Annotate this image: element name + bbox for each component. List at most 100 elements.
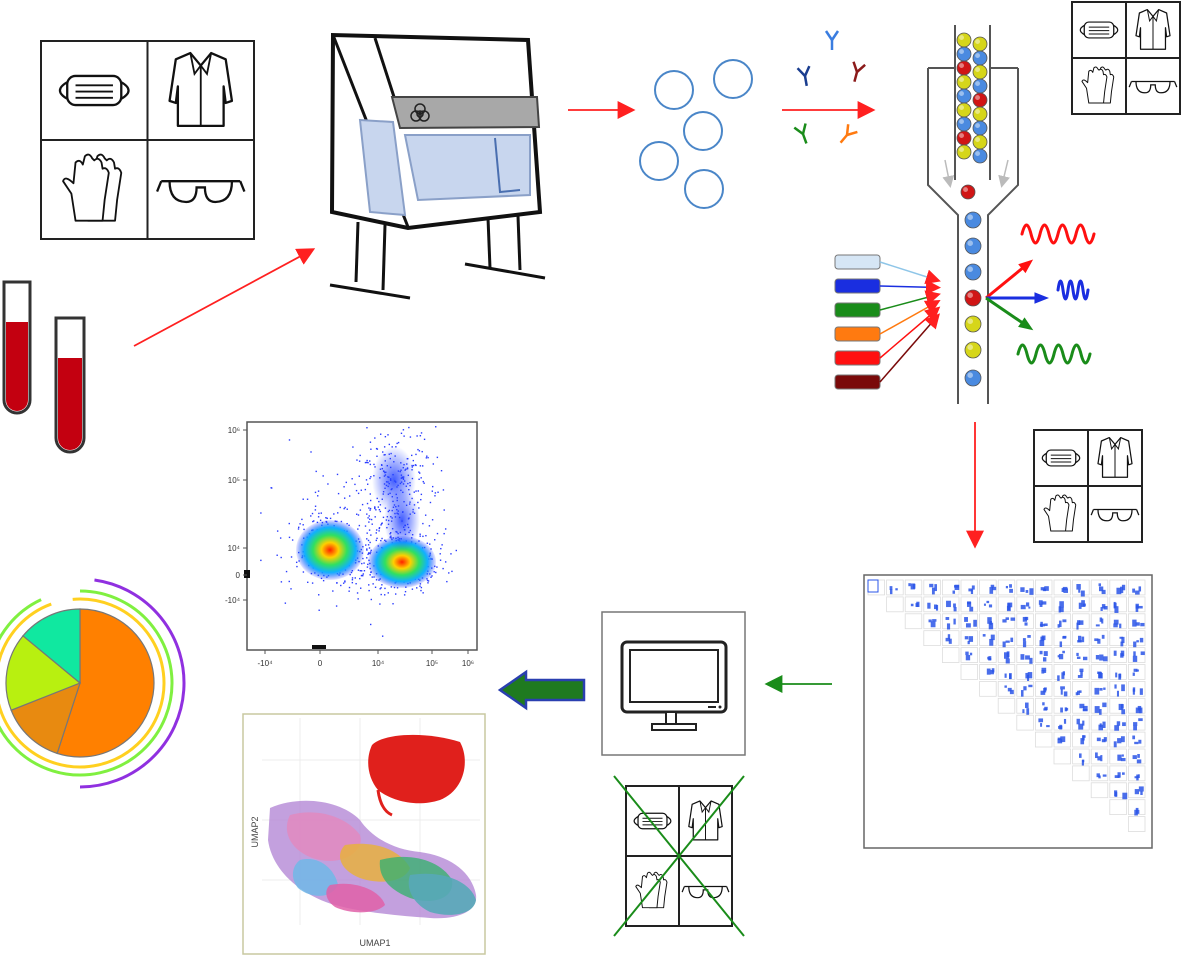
matrix-cell — [1016, 714, 1034, 731]
cell-bead — [956, 46, 972, 62]
matrix-cell — [1090, 613, 1109, 630]
cell-bead — [960, 184, 976, 200]
computer-monitor-icon — [620, 640, 728, 731]
ppe-panel-middle-right — [1033, 429, 1143, 543]
gloves-icon — [1081, 66, 1115, 104]
matrix-cell — [1072, 681, 1090, 697]
flow-cell — [927, 25, 1019, 404]
ppe-panel-top-left — [40, 40, 255, 240]
matrix-cell — [1072, 697, 1090, 714]
matrix-cell — [1016, 697, 1034, 715]
laser-source — [834, 278, 941, 295]
matrix-cell — [923, 630, 941, 647]
matrix-cell — [923, 596, 941, 613]
matrix-cell — [1090, 647, 1109, 663]
matrix-cell — [1053, 748, 1072, 765]
matrix-cell — [1035, 630, 1053, 647]
signal-wave — [1056, 279, 1090, 301]
matrix-cell — [1128, 748, 1146, 765]
matrix-cell — [997, 630, 1016, 648]
matrix-cell — [1128, 681, 1146, 697]
antibody-icon — [824, 30, 840, 50]
matrix-cell — [1109, 681, 1127, 697]
lasers — [834, 254, 941, 390]
matrix-cell — [979, 664, 997, 680]
matrix-cell — [1035, 697, 1053, 714]
matrix-cell — [960, 647, 979, 663]
cell-bead — [964, 341, 982, 359]
emission-signal — [985, 223, 1096, 300]
matrix-cell — [960, 596, 979, 613]
matrix-cell — [997, 697, 1016, 714]
lab-coat-icon — [1097, 436, 1133, 478]
matrix-cell — [942, 596, 960, 613]
matrix-cell — [1016, 579, 1034, 596]
matrix-cell — [942, 613, 960, 630]
matrix-cell — [1109, 664, 1127, 680]
matrix-cell — [979, 647, 997, 663]
matrix-cell — [1109, 782, 1128, 800]
antibody-icon — [839, 124, 858, 144]
x-tick-label: 0 — [318, 659, 323, 668]
matrix-cell — [960, 613, 979, 630]
cell-bead — [964, 263, 982, 281]
cell-bead — [972, 64, 988, 80]
pie-slice — [56, 608, 155, 758]
cell-bead — [956, 144, 972, 160]
mask-icon — [58, 74, 130, 107]
matrix-cell — [1090, 748, 1109, 765]
matrix-cell — [1128, 579, 1146, 596]
pie-slice — [22, 608, 81, 685]
cell-bead — [956, 130, 972, 146]
matrix-cell — [1109, 613, 1127, 630]
cell-bead — [956, 32, 972, 48]
matrix-cell — [1090, 697, 1109, 716]
matrix-cell — [1053, 731, 1072, 748]
matrix-cell — [1035, 596, 1053, 613]
matrix-cell — [1090, 782, 1109, 799]
arrow-tube-to-hood — [133, 248, 316, 347]
cell-bead — [964, 315, 982, 333]
cell-bead — [964, 237, 982, 255]
matrix-cell — [942, 630, 960, 647]
blood-tube — [2, 280, 32, 415]
pie-slice — [5, 634, 82, 712]
matrix-cell — [1035, 613, 1053, 630]
cell-bead — [956, 102, 972, 118]
laser-source — [834, 254, 941, 284]
matrix-cell — [1109, 579, 1127, 596]
matrix-cell — [1053, 664, 1072, 681]
goggles-icon — [156, 180, 246, 204]
matrix-cell — [979, 681, 997, 697]
matrix-cell — [960, 579, 979, 596]
matrix-cell — [1072, 647, 1090, 663]
matrix-cell — [979, 596, 997, 613]
matrix-cell — [997, 579, 1016, 596]
bivariate-plot-matrix — [863, 574, 1153, 849]
matrix-cell — [1035, 579, 1053, 596]
matrix-cell — [1128, 630, 1146, 648]
matrix-cell — [904, 613, 923, 630]
matrix-cell — [1128, 664, 1146, 680]
cell-bead — [956, 88, 972, 104]
matrix-cell — [1016, 630, 1034, 648]
matrix-cell — [997, 596, 1016, 613]
cell-bead — [972, 134, 988, 150]
matrix-cell — [979, 630, 997, 647]
cell-bead — [956, 60, 972, 76]
matrix-cell — [904, 579, 923, 596]
matrix-cell — [979, 579, 997, 596]
matrix-cell — [942, 647, 960, 663]
matrix-cell — [1090, 731, 1109, 748]
matrix-cell — [1016, 647, 1034, 664]
lab-coat-icon — [688, 800, 723, 841]
matrix-cell — [997, 681, 1016, 697]
matrix-cell — [1109, 630, 1127, 647]
matrix-cell — [1035, 714, 1053, 731]
matrix-cell — [997, 664, 1016, 680]
matrix-cell — [1109, 731, 1127, 748]
matrix-cell — [1090, 596, 1109, 613]
cell-bead — [972, 50, 988, 66]
cell-bead — [972, 92, 988, 108]
